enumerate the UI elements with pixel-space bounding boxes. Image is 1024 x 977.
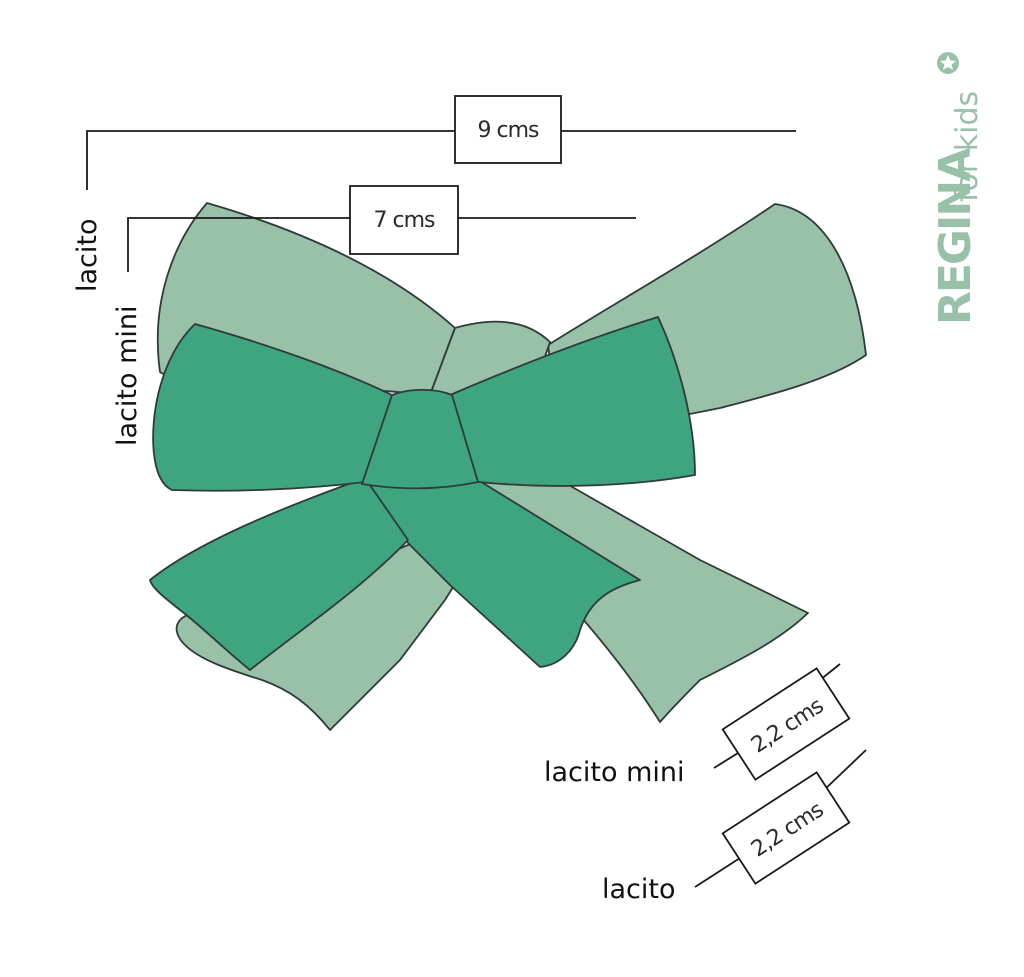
logo-brand: REGINA [930,148,981,325]
logo-tagline: for kids [950,91,985,202]
dimension-lacito-mini-width: 7 cms [127,185,636,272]
bow-mini-loop-left [152,323,393,492]
dimension-line-ribbon-lacito-lower [694,857,741,888]
logo-star-icon [937,52,959,74]
dimension-line-9cms-left [86,130,455,190]
dimension-box-ribbon-mini [721,667,851,781]
dimension-label-9cms: 9 cms [478,118,540,143]
dimension-box-7cms [349,185,459,255]
dimension-label-7cms: 7 cms [374,208,436,233]
bow-mini [149,316,696,671]
dimension-ribbon-mini: 2,2 cms lacito mini [544,663,851,788]
label-lacito-vertical: lacito [72,219,103,293]
bow-mini-tail-right [364,477,641,668]
label-lacito-mini-vertical: lacito mini [112,306,143,447]
label-lacito-mini-bottom: lacito mini [544,757,685,788]
dimension-box-ribbon-lacito [721,771,851,885]
dimension-box-9cms [454,95,562,164]
bow-mini-knot [361,388,479,490]
dimension-ribbon-lacito: 2,2 cms lacito [602,749,867,905]
logo: REGINA for kids [930,52,985,325]
bow-large-tail-left [175,539,471,731]
dimension-line-7cms-left [127,217,350,272]
dimension-lacito-width: 9 cms [86,95,796,190]
bow-mini-loop-right [449,316,696,487]
bow-mini-tail-left [149,477,409,671]
dimension-line-ribbon-lacito-upper [821,749,867,793]
label-lacito-bottom: lacito [602,874,676,905]
